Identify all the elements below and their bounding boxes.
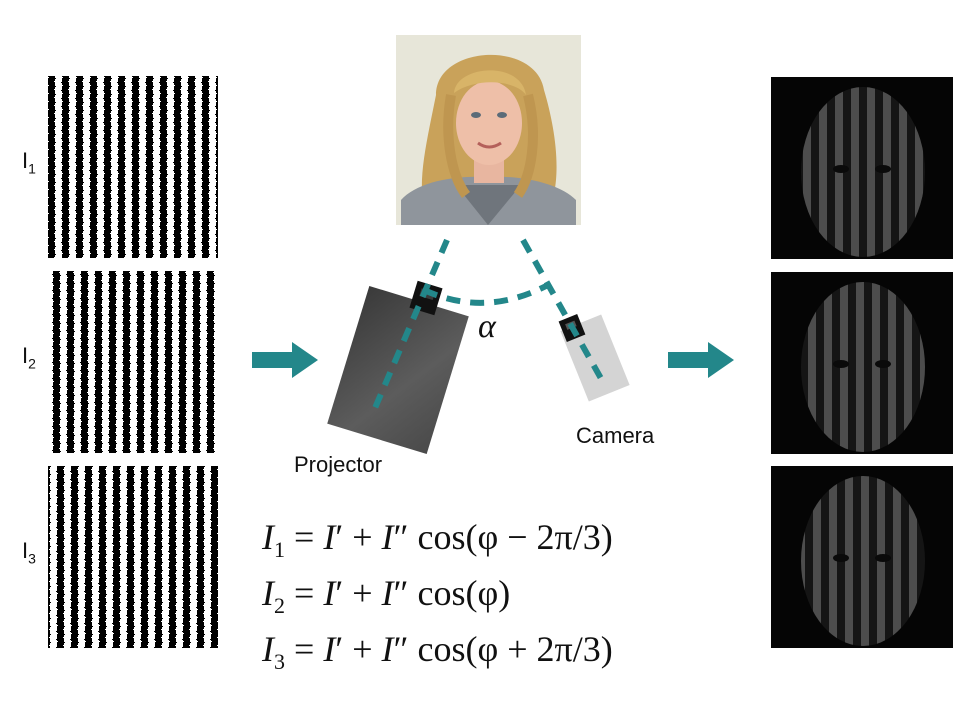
fringe-pattern-2 — [48, 271, 218, 453]
arrow-right-icon — [252, 342, 318, 378]
fringe-pattern-1 — [48, 76, 218, 258]
captured-image-1 — [771, 77, 953, 259]
arrow-right-icon — [668, 342, 734, 378]
pattern-label-1: I1 — [22, 148, 36, 177]
angle-arc — [422, 282, 550, 306]
pattern-label-2: I2 — [22, 343, 36, 372]
captured-image-3 — [771, 466, 953, 648]
projector-label: Projector — [294, 452, 383, 477]
setup-diagram — [327, 238, 630, 455]
angle-label: α — [478, 308, 496, 345]
camera-label: Camera — [576, 423, 655, 448]
projector-body — [327, 285, 469, 455]
captured-image-2 — [771, 272, 953, 454]
subject-photo — [396, 35, 581, 225]
equation-2: I2 = I′ + I″ cos(φ) — [262, 573, 511, 619]
equation-1: I1 = I′ + I″ cos(φ − 2π/3) — [262, 517, 613, 563]
pattern-label-3: I3 — [22, 538, 36, 567]
fringe-pattern-3 — [48, 466, 218, 648]
equation-3: I3 = I′ + I″ cos(φ + 2π/3) — [262, 629, 613, 675]
camera-ray — [520, 238, 606, 384]
projector-ray — [372, 238, 450, 410]
